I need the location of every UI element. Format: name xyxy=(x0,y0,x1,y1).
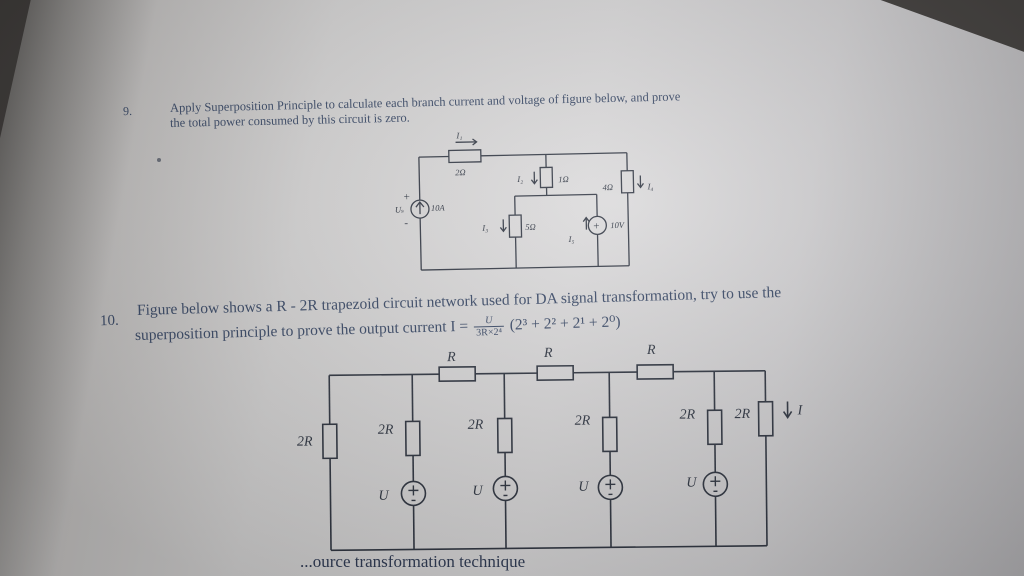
label-i1: I₁ xyxy=(455,130,462,140)
label-output-i: I xyxy=(797,403,804,418)
label-i4: I₄ xyxy=(646,181,653,191)
label-plus: + xyxy=(404,191,410,203)
label-us: Uₛ xyxy=(395,204,404,214)
label-4ohm: 4Ω xyxy=(602,182,613,192)
label-2r-left: 2R xyxy=(297,434,313,449)
resistor-2r-left xyxy=(321,423,338,460)
label-10v-plus: + xyxy=(593,220,599,232)
resistor-r-1 xyxy=(438,365,477,382)
label-u-2: U xyxy=(472,484,483,499)
label-u-3: U xyxy=(578,480,589,495)
label-u-1: U xyxy=(378,489,389,504)
label-2ohm: 2Ω xyxy=(455,167,466,177)
label-2r-2: 2R xyxy=(468,418,484,433)
label-i3: I₃ xyxy=(481,223,488,233)
label-r-1: R xyxy=(446,350,456,365)
label-2r-3: 2R xyxy=(575,414,591,429)
label-2r-1: 2R xyxy=(378,423,394,438)
label-2r-4: 2R xyxy=(680,407,696,422)
label-i2: I₂ xyxy=(516,174,523,184)
label-5ohm: 5Ω xyxy=(525,222,536,232)
label-r-2: R xyxy=(543,346,553,361)
label-u-4: U xyxy=(686,475,697,490)
resistor-2r-3 xyxy=(601,416,618,453)
label-10v: 10V xyxy=(610,220,626,230)
bullet-dot xyxy=(157,158,161,162)
label-r-3: R xyxy=(646,343,656,358)
label-minus: - xyxy=(404,217,408,229)
resistor-2r-2 xyxy=(496,417,513,454)
resistor-2r-output xyxy=(757,400,774,437)
label-10a: 10A xyxy=(431,203,446,213)
resistor-r-2 xyxy=(536,364,575,381)
label-i5: I₅ xyxy=(568,234,575,244)
footer-partial-text: ...ource transformation technique xyxy=(300,552,526,571)
label-2r-output: 2R xyxy=(735,407,751,422)
resistor-2r-4 xyxy=(706,409,723,446)
resistor-2r-1 xyxy=(404,420,421,457)
resistor-r-3 xyxy=(636,363,675,380)
label-1ohm: 1Ω xyxy=(558,174,569,184)
